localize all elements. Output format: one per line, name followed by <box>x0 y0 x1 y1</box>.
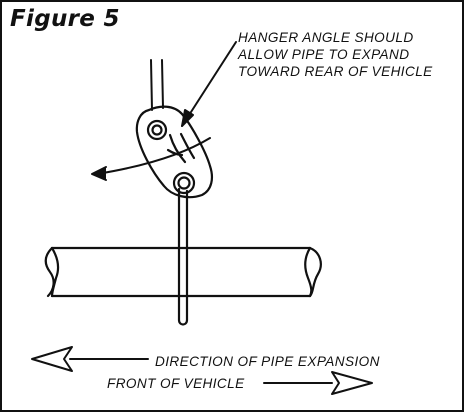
expansion-direction-arrow <box>31 346 149 372</box>
leader-arrow <box>181 41 237 127</box>
hanger-angle-note: HANGER ANGLE SHOULD ALLOW PIPE TO EXPAND… <box>238 29 433 80</box>
expansion-direction-label: DIRECTION OF PIPE EXPANSION <box>155 354 380 369</box>
note-line-3: TOWARD REAR OF VEHICLE <box>238 64 433 79</box>
note-line-2: ALLOW PIPE TO EXPAND <box>238 47 410 62</box>
front-of-vehicle-label: FRONT OF VEHICLE <box>107 376 245 391</box>
front-direction-arrow <box>263 371 373 395</box>
rotation-arrow <box>91 137 211 181</box>
hanger-loop-rod <box>177 187 189 326</box>
rubber-isolator <box>135 105 213 199</box>
note-line-1: HANGER ANGLE SHOULD <box>238 30 414 45</box>
figure-title: Figure 5 <box>10 6 120 32</box>
hanger-rods <box>150 59 164 111</box>
exhaust-pipe <box>44 246 322 298</box>
